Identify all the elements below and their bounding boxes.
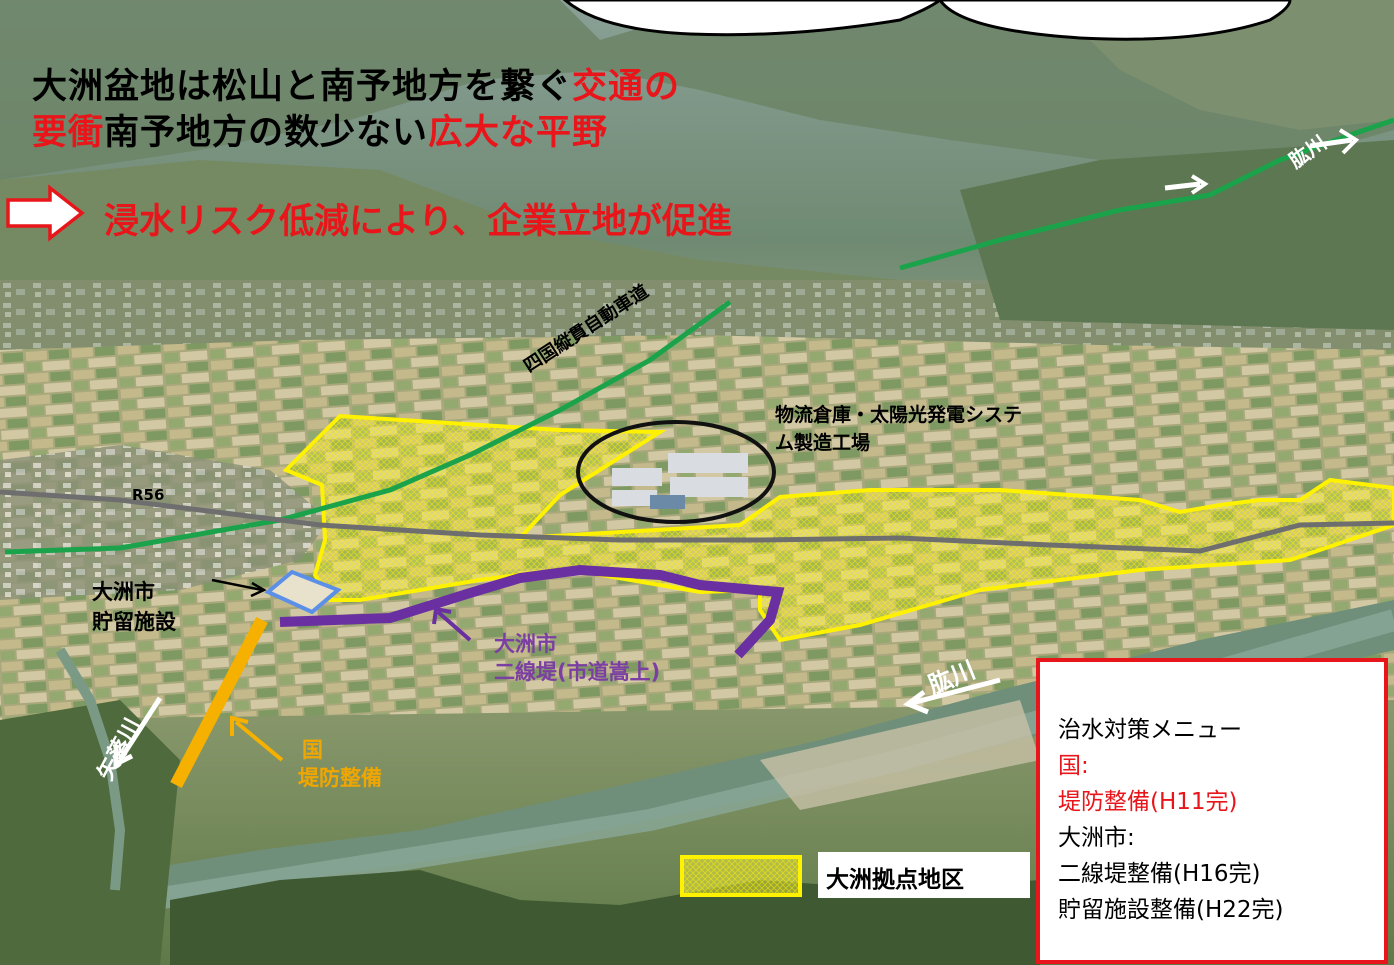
national-levee-line (170, 616, 268, 789)
city-levee-line (279, 564, 785, 659)
red-arrow-icon (6, 184, 85, 242)
menu-city-item-1: 二線堤整備(H16完) (1058, 861, 1261, 887)
headline-line-1: 大洲盆地は松山と南予地方を繋ぐ交通の (32, 58, 680, 109)
city-levee-label-line-1: 大洲市 (494, 632, 557, 656)
headline-highlight: 交通の (572, 67, 681, 107)
headline-highlight: 要衝 (32, 113, 105, 153)
storage-label-line-1: 大洲市 (92, 580, 155, 604)
legend-label-box (818, 852, 1030, 898)
national-levee-label-line-2: 堤防整備 (298, 766, 382, 790)
expressway-line (4, 299, 732, 555)
legend-label: 大洲拠点地区 (826, 867, 964, 893)
city-levee-label-line-2: 二線堤(市道嵩上) (494, 660, 661, 684)
menu-national-item: 堤防整備(H11完) (1058, 789, 1238, 815)
menu-city-item-2: 貯留施設整備(H22完) (1058, 897, 1284, 923)
route-r56-label: R56 (132, 486, 165, 504)
headline-text: 大洲盆地は松山と南予地方を繋ぐ (32, 67, 573, 107)
factory-label-line-2: ム製造工場 (775, 432, 871, 454)
menu-title: 治水対策メニュー (1058, 717, 1242, 743)
storage-label-line-2: 貯留施設 (92, 610, 176, 634)
arrow-result-text: 浸水リスク低減により、企業立地が促進 (104, 202, 732, 242)
headline-line-2: 要衝南予地方の数少ない広大な平野 (32, 104, 608, 155)
headline-highlight: 広大な平野 (428, 113, 609, 153)
factory-ellipse (576, 420, 776, 524)
headline-text: 南予地方の数少ない (104, 113, 429, 153)
menu-national-label: 国: (1058, 753, 1089, 779)
route-r56-line (0, 489, 1394, 554)
flood-measures-menu: 治水対策メニュー 国: 堤防整備(H11完) 大洲市: 二線堤整備(H16完) … (1036, 658, 1388, 964)
factory-label-line-1: 物流倉庫・太陽光発電システ (775, 404, 1023, 426)
storage-facility-outline (264, 569, 342, 615)
menu-city-label: 大洲市: (1058, 825, 1135, 851)
national-levee-label-line-1: 国 (302, 738, 323, 762)
